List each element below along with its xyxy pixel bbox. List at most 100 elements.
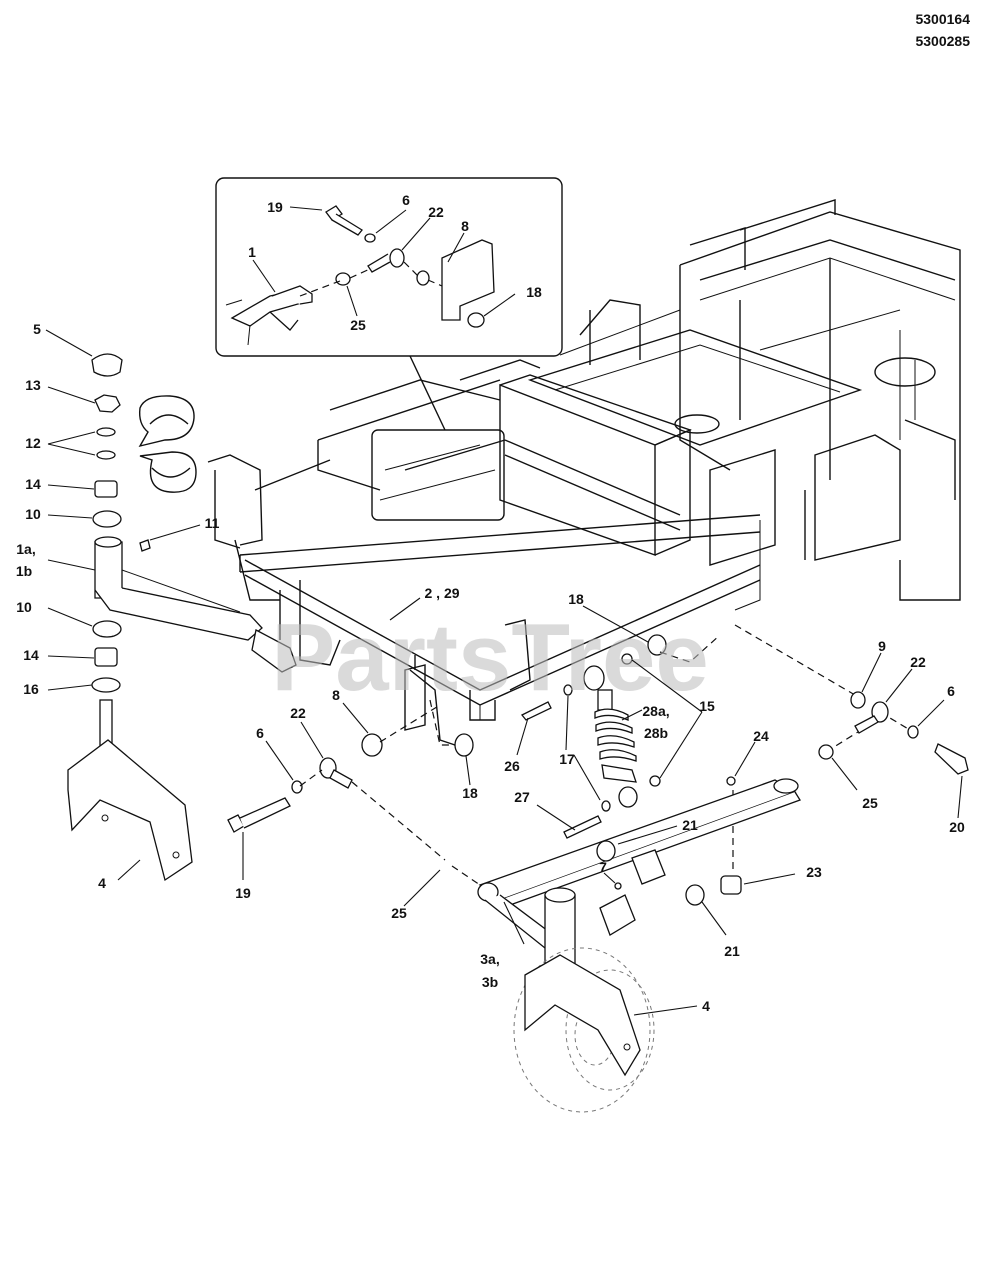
callout-28b: 28b	[644, 725, 668, 741]
watermark: PartsTree	[271, 604, 709, 711]
callout-21-upper: 21	[682, 817, 698, 833]
caster-fork-part-left	[67, 739, 193, 882]
right-spacer-part	[850, 691, 866, 709]
washer-detail-bubble-1	[138, 395, 195, 448]
axle-nut-part	[726, 776, 736, 786]
callout-14-lower: 14	[23, 647, 39, 663]
tire-outline	[513, 947, 651, 1113]
castle-nut-part	[94, 394, 121, 413]
axle-spacer-part	[720, 875, 742, 895]
shock-absorber-part	[583, 665, 638, 808]
washer-left-part	[291, 780, 303, 794]
bearing-race-part	[92, 510, 122, 528]
left-caster-assembly	[67, 353, 297, 882]
callout-1-inset: 1	[248, 244, 256, 260]
inset-detail	[215, 177, 563, 521]
grease-fitting-part	[139, 539, 151, 552]
inset-rod-end-part	[367, 248, 405, 273]
inset-locknut-part	[467, 312, 485, 328]
callout-26: 26	[504, 758, 520, 774]
callout-18-upper: 18	[568, 591, 584, 607]
document-number-2: 5300285	[915, 33, 970, 49]
callout-1b: 1b	[16, 563, 32, 579]
right-rod-end-part	[871, 701, 889, 723]
shock-bolt-lower-part	[563, 815, 602, 839]
callout-16: 16	[23, 681, 39, 697]
inset-nut-part	[335, 272, 351, 286]
callout-10-lower: 10	[16, 599, 32, 615]
inset-bracket-part	[225, 285, 313, 346]
callout-18-lower: 18	[462, 785, 478, 801]
caster-fork-part-right	[524, 954, 641, 1077]
detail-area-frame	[371, 429, 505, 521]
main-frame	[207, 199, 961, 746]
callout-25-right: 25	[862, 795, 878, 811]
inset-washer-part	[364, 233, 376, 243]
callout-6-right: 6	[947, 683, 955, 699]
shock-nut-lower-part	[649, 775, 661, 787]
callout-1a: 1a,	[16, 541, 35, 557]
seal-part	[91, 677, 121, 693]
locknut-part	[454, 733, 474, 757]
callout-23: 23	[806, 864, 822, 880]
callout-3a: 3a,	[480, 951, 499, 967]
callout-8: 8	[332, 687, 340, 703]
shock-washer-upper-part	[563, 684, 573, 696]
pivot-bracket-part	[599, 894, 636, 936]
shock-bolt-upper-part	[520, 701, 552, 721]
callout-5: 5	[33, 321, 41, 337]
callout-8-inset: 8	[461, 218, 469, 234]
lower-bearing-race-part	[92, 620, 122, 638]
callout-labels: 1 19 6 22 8 18 25 5 13 12 14 10 11 1a, 1…	[16, 192, 965, 1014]
inset-pointer	[409, 355, 446, 431]
callout-14-upper: 14	[25, 476, 41, 492]
callout-6-inset: 6	[402, 192, 410, 208]
callout-18-inset: 18	[526, 284, 542, 300]
shock-nut-upper-part	[621, 653, 633, 665]
pivot-bushing-lower-part	[685, 884, 705, 906]
callout-9: 9	[878, 638, 886, 654]
callout-13: 13	[25, 377, 41, 393]
callout-19: 19	[235, 885, 251, 901]
callout-25-left: 25	[391, 905, 407, 921]
callout-21-lower: 21	[724, 943, 740, 959]
right-bolt-part	[934, 743, 969, 775]
upper-locknut-part	[647, 634, 667, 656]
callout-4-right: 4	[702, 998, 710, 1014]
callout-27: 27	[514, 789, 530, 805]
inset-bolt-part	[325, 205, 363, 236]
lower-bearing-cone-part	[94, 647, 118, 667]
inset-frame	[215, 177, 563, 357]
callout-28a: 28a,	[642, 703, 669, 719]
callout-20: 20	[949, 819, 965, 835]
washer-detail-bubble-2	[139, 451, 197, 493]
axle-grease-fitting-part	[614, 882, 622, 890]
leader-lines	[45, 206, 963, 1016]
inset-spacer-part	[416, 270, 430, 286]
callout-19-inset: 19	[267, 199, 283, 215]
callout-12: 12	[25, 435, 41, 451]
callout-4-left: 4	[98, 875, 106, 891]
callout-6-left: 6	[256, 725, 264, 741]
shock-washer-lower-part	[601, 800, 611, 812]
callout-7: 7	[599, 859, 607, 875]
bearing-cone-part	[94, 480, 118, 498]
center-hardware	[227, 624, 911, 886]
callout-3b: 3b	[482, 974, 498, 990]
front-axle-assembly	[477, 691, 969, 1113]
washer-part-1	[96, 427, 116, 437]
right-washer-part	[907, 725, 919, 739]
callout-17: 17	[559, 751, 575, 767]
callout-25-inset: 25	[350, 317, 366, 333]
callout-15: 15	[699, 698, 715, 714]
inset-plate-part	[441, 239, 495, 321]
callout-24: 24	[753, 728, 769, 744]
callout-2-29: 2 , 29	[424, 585, 459, 601]
spacer-part	[361, 733, 383, 757]
dust-cap-part	[91, 353, 123, 377]
callout-22-left: 22	[290, 705, 306, 721]
callout-11: 11	[205, 515, 220, 531]
document-number-1: 5300164	[915, 11, 970, 27]
callout-22-right: 22	[910, 654, 926, 670]
